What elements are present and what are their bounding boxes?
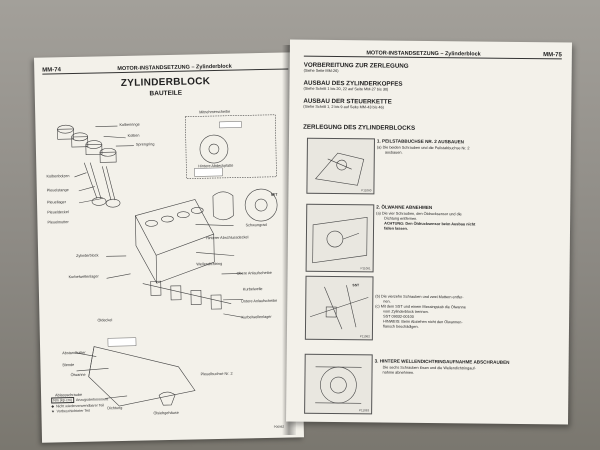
pic-code: P11061 <box>360 266 371 271</box>
label-mitnehmerscheibe: Mitnehmerscheibe <box>199 109 231 115</box>
step-title: 2. ÖLWANNE ABNEHMEN <box>376 204 433 211</box>
label-schwungrad: Schwungrad <box>245 222 267 228</box>
legend-key: ◆ <box>51 404 55 409</box>
label-pleuellager: Pleuellager <box>46 200 67 205</box>
label-kurbelwellenlager: Kurbelwellenlager <box>68 274 99 280</box>
right-section-title: MOTOR-INSTANDSETZUNG – Zylinderblock <box>366 50 481 58</box>
label-pleuelstange: Pleuelstange <box>46 188 69 193</box>
step-warning: fallen lassen. <box>384 226 408 231</box>
label-pleueldeckel: Pleueldeckel <box>47 210 69 215</box>
illustration-oelwanne-sensor: P11061 <box>305 203 375 273</box>
label-kolbenbolzen: Kolbenbolzen <box>46 174 70 179</box>
step-line: ausbauen. <box>384 150 403 155</box>
label-blende: Blende <box>62 363 75 368</box>
illustration-sst: SST P11062 <box>304 275 374 341</box>
label-oelsiebgehaeuse: Ölsiebgehäuse <box>153 410 179 416</box>
wellendichtring-drawing <box>315 366 362 404</box>
pic-code: P11063 <box>358 408 370 413</box>
right-page: MOTOR-INSTANDSETZUNG – Zylinderblock MM-… <box>286 39 572 425</box>
legend-text: Anzugsdrehmoment <box>75 397 109 402</box>
step-2a: 2. ÖLWANNE ABNEHMEN (a) Die vier Schraub… <box>376 204 560 233</box>
illustration-peilstabbuchse: P11060 <box>306 137 375 195</box>
engine-exploded-drawing <box>57 114 278 407</box>
step-title: 1. PEILSTABBUCHSE NR. 2 AUSBAUEN <box>376 138 465 145</box>
label-oeldeckel: Öldeckel <box>97 318 113 323</box>
step-hint: flansch beschädigen. <box>382 324 419 329</box>
legend: Nm (kp·cm) Anzugsdrehmoment ◆ Nicht wied… <box>51 396 108 414</box>
heading-zerlegung: ZERLEGUNG DES ZYLINDERBLOCKS <box>303 123 416 132</box>
step-1: 1. PEILSTABBUCHSE NR. 2 AUSBAUEN (a) Die… <box>377 138 561 157</box>
legend-key: ★ <box>51 409 55 414</box>
label-kolben: Kolben <box>127 133 140 138</box>
right-page-number: MM-75 <box>543 52 562 59</box>
legend-text: Vorbeschichteter Teil <box>56 408 90 414</box>
peilstabbuchse-drawing <box>314 152 365 186</box>
oelwanne-sensor-drawing <box>312 217 368 264</box>
section-steuerkette: AUSBAU DER STEUERKETTE (Siehe Schritt 1,… <box>303 98 561 112</box>
label-obere-anlaufscheibe: Obere Anlaufscheibe <box>236 270 272 276</box>
section-zylinderkopf: AUSBAU DES ZYLINDERKOPFES (Siehe Schritt… <box>303 80 561 94</box>
sst-drawing <box>310 285 369 330</box>
left-section-title: MOTOR-INSTANDSETZUNG – Zylinderblock <box>117 63 232 73</box>
label-mt: M/T <box>270 192 278 197</box>
label-kurbelwellenlager-2: Kurbelwellenlager <box>241 314 272 320</box>
step-3: 3. HINTERE WELLENDICHTRINGAUFNAHME ABSCH… <box>374 358 558 377</box>
label-wellendichtring: Wellendichtring <box>196 261 223 267</box>
pic-code: P11062 <box>359 334 370 339</box>
label-kurbelwelle: Kurbelwelle <box>242 287 263 292</box>
step-title: 3. HINTERE WELLENDICHTRINGAUFNAHME ABSCH… <box>374 358 510 365</box>
pic-code: P11060 <box>361 188 372 193</box>
sst-label: SST <box>352 283 360 288</box>
section-zerlegung: ZERLEGUNG DES ZYLINDERBLOCKS <box>303 124 561 134</box>
left-page-header: MM-74 MOTOR-INSTANDSETZUNG – Zylinderblo… <box>42 58 289 75</box>
left-page-number: MM-74 <box>42 67 61 74</box>
illustration-wellendichtring: P11063 <box>304 353 373 415</box>
exploded-view-diagram: Kolbenringe Kolben Sprengring Kolbenbolz… <box>43 102 296 432</box>
label-abstandhalter: Abstandhalter <box>62 350 86 356</box>
pistons-drawing <box>57 124 117 163</box>
section-vorbereitung: VORBEREITUNG ZUR ZERLEGUNG (Siehe Seite … <box>304 62 562 76</box>
label-kolbenringe: Kolbenringe <box>119 122 140 128</box>
label-hintere-abdeckplatte: Hintere Abdeckplatte <box>198 163 234 169</box>
left-title-block: ZYLINDERBLOCK BAUTEILE <box>34 74 296 99</box>
label-dichtung: Dichtung <box>107 406 123 411</box>
open-manual: MM-74 MOTOR-INSTANDSETZUNG – Zylinderblo… <box>30 35 578 443</box>
left-page: MM-74 MOTOR-INSTANDSETZUNG – Zylinderblo… <box>33 52 305 443</box>
step-2bc: (b) Die vierzehn Schrauben und zwei Mutt… <box>375 294 559 331</box>
right-page-header: MOTOR-INSTANDSETZUNG – Zylinderblock MM-… <box>303 45 562 60</box>
label-untere-anlaufscheibe: Untere Anlaufscheibe <box>241 298 278 304</box>
legend-row: ★ Vorbeschichteter Teil <box>51 408 108 414</box>
label-pleuelbuchse: Pleuelbuchse Nr. 2 <box>200 371 233 377</box>
label-sprengring: Sprengring <box>135 142 155 147</box>
legend-row: Nm (kp·cm) Anzugsdrehmoment <box>51 396 109 404</box>
step-line: nahme abnehmen. <box>382 370 415 375</box>
legend-key: Nm (kp·cm) <box>51 397 75 404</box>
label-pleuelmutter: Pleuelmutter <box>47 220 69 225</box>
label-zylinderblock: Zylinderblock <box>76 253 99 258</box>
label-oelwanne: Ölwanne <box>70 372 86 378</box>
